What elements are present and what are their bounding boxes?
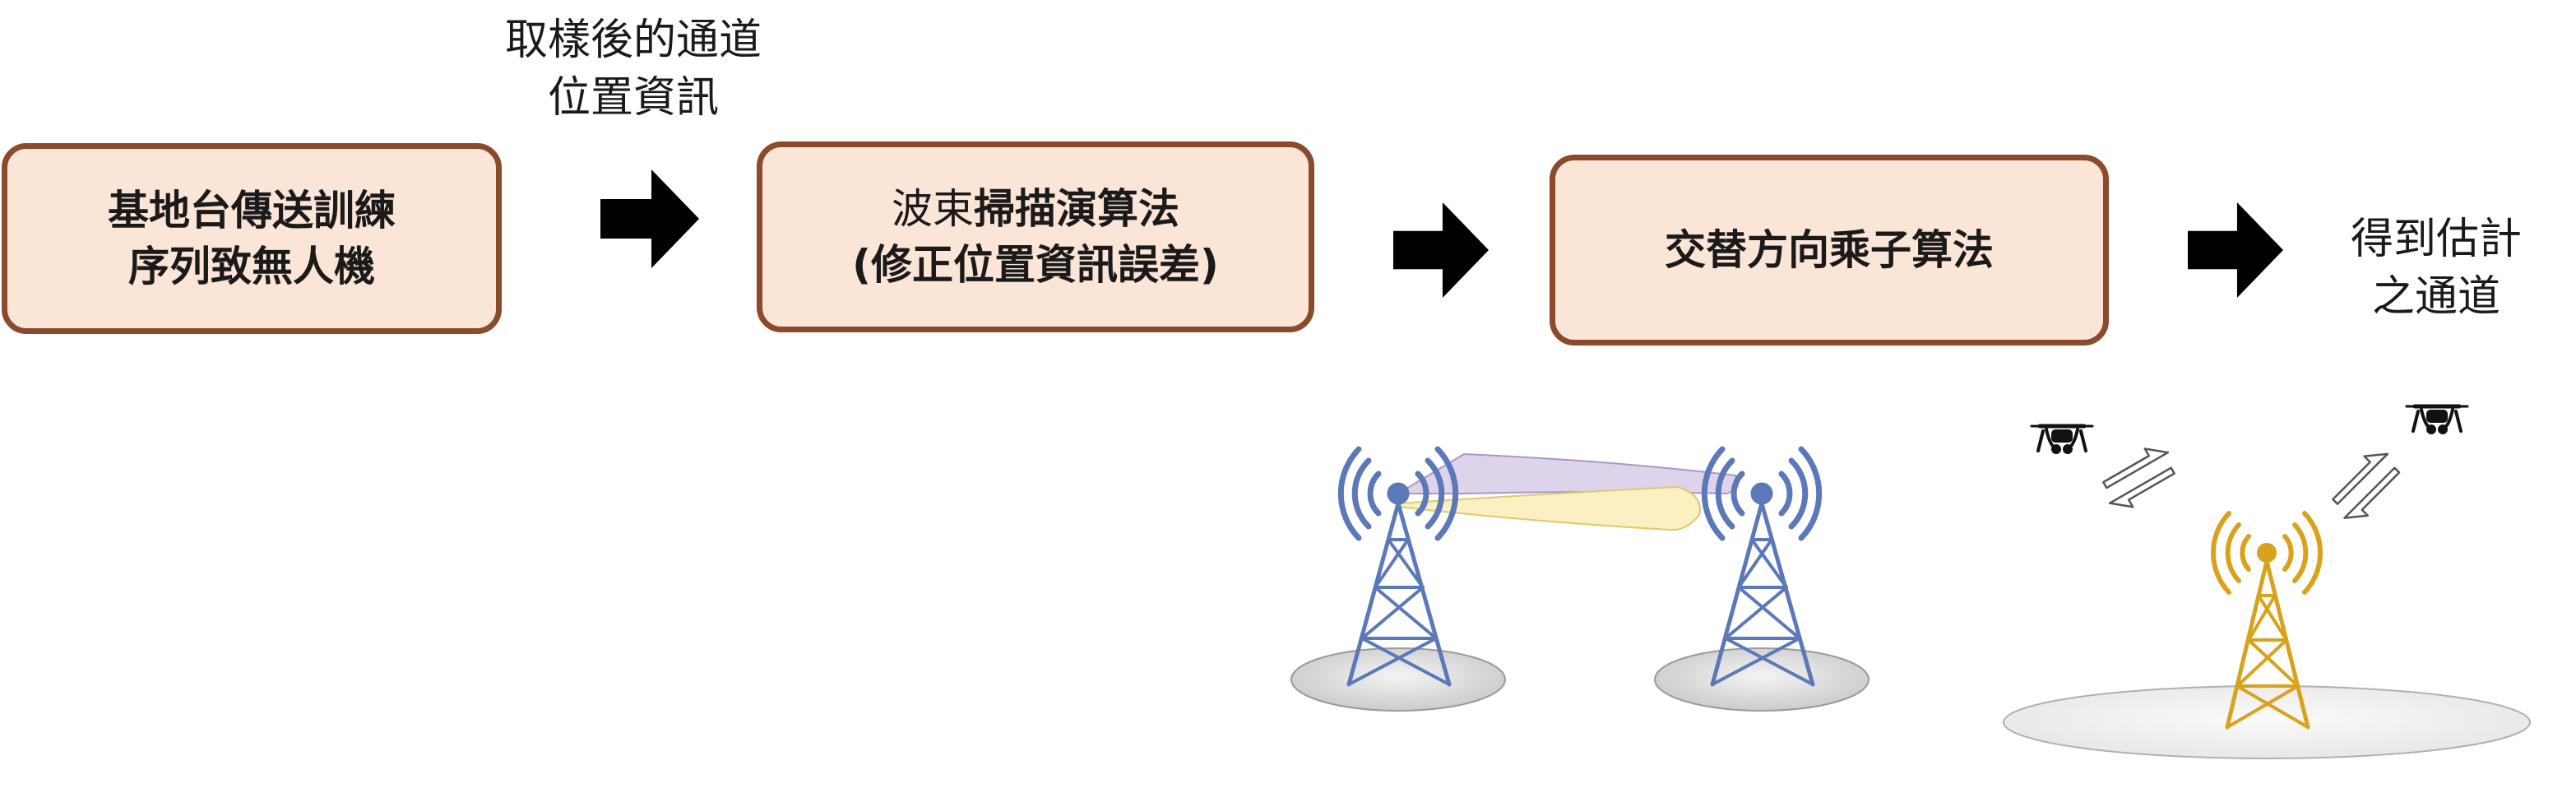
antenna-tower-icon: [2210, 511, 2323, 730]
step-admm-box: 交替方向乘子算法: [1550, 155, 2109, 345]
ground-ellipse-middle: [1654, 647, 1869, 712]
beam-yellow: [1397, 485, 1701, 531]
estimated-channel-caption: 得到估計 之通道: [2313, 211, 2560, 326]
swap-arrows-icon: [2102, 448, 2175, 508]
step2-line2: (修正位置資訊誤差): [852, 241, 1219, 289]
sampled-channel-caption-line1: 取樣後的通道: [504, 16, 762, 65]
arrow-right-icon: [600, 169, 699, 268]
step-training-sequence-box: 基地台傳送訓練 序列致無人機: [2, 143, 502, 334]
arrow-right-icon: [1393, 202, 1489, 298]
antenna-tower-icon: [1701, 446, 1823, 687]
drone-icon: [2405, 404, 2469, 434]
step2-line1-bold: 掃描演算法: [974, 185, 1179, 233]
antenna-tower-icon: [1337, 446, 1459, 687]
swap-arrows-icon: [2332, 452, 2401, 519]
step3-line1: 交替方向乘子算法: [1665, 226, 1994, 274]
step-beam-scanning-box: 波束掃描演算法 (修正位置資訊誤差): [757, 141, 1314, 332]
ground-ellipse-left: [1290, 647, 1506, 712]
step2-line1: 波束掃描演算法: [892, 181, 1179, 237]
estimated-channel-caption-line2: 之通道: [2371, 272, 2500, 322]
step1-line2: 序列致無人機: [128, 243, 375, 290]
arrow-right-icon: [2188, 202, 2283, 298]
step1-line1: 基地台傳送訓練: [108, 187, 396, 234]
sampled-channel-caption-line2: 位置資訊: [547, 73, 719, 123]
estimated-channel-caption-line1: 得到估計: [2350, 215, 2522, 264]
ground-ellipse-right: [2003, 685, 2531, 759]
step2-line1-plain: 波束: [892, 185, 974, 233]
sampled-channel-caption: 取樣後的通道 位置資訊: [469, 12, 798, 127]
drone-icon: [2030, 424, 2094, 454]
